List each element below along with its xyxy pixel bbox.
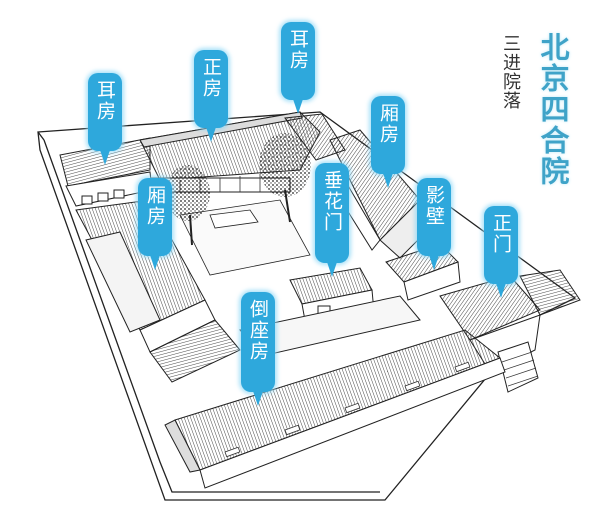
label-text: 正门 xyxy=(490,213,512,255)
pointer-tail-icon xyxy=(383,173,393,188)
pointer-tail-icon xyxy=(496,283,506,298)
label-xiang-fang-right: 厢房 xyxy=(371,96,405,188)
inner-courtyard xyxy=(166,133,311,276)
pointer-tail-icon xyxy=(100,150,110,165)
label-text: 厢房 xyxy=(144,185,166,227)
tree-right xyxy=(259,133,311,223)
label-er-fang-left: 耳房 xyxy=(88,73,122,165)
front-row-building xyxy=(164,329,506,489)
pointer-tail-icon xyxy=(253,391,263,406)
label-text: 耳房 xyxy=(94,80,116,122)
west-wing xyxy=(75,199,241,383)
pointer-tail-icon xyxy=(327,262,337,277)
pointer-tail-icon xyxy=(293,99,303,114)
label-dao-zuo-fang: 倒座房 xyxy=(241,292,275,406)
label-zheng-men: 正门 xyxy=(484,206,518,298)
label-ying-bi: 影壁 xyxy=(417,178,451,270)
label-text: 厢房 xyxy=(377,103,399,145)
pointer-tail-icon xyxy=(429,255,439,270)
label-zheng-fang: 正房 xyxy=(194,50,228,142)
diagram-subtitle: 三进院落 xyxy=(500,34,521,110)
label-text: 正房 xyxy=(200,57,222,99)
label-xiang-fang-left: 厢房 xyxy=(138,178,172,270)
label-er-fang-right: 耳房 xyxy=(281,22,315,114)
diagram-title: 北京四合院 xyxy=(536,32,570,187)
label-text: 耳房 xyxy=(287,29,309,71)
label-text: 倒座房 xyxy=(247,299,269,362)
pointer-tail-icon xyxy=(150,255,160,270)
tree-left xyxy=(166,165,210,246)
pointer-tail-icon xyxy=(206,127,216,142)
label-text: 垂花门 xyxy=(321,170,343,233)
label-chui-hua-men: 垂花门 xyxy=(315,163,349,277)
label-text: 影壁 xyxy=(423,185,445,227)
